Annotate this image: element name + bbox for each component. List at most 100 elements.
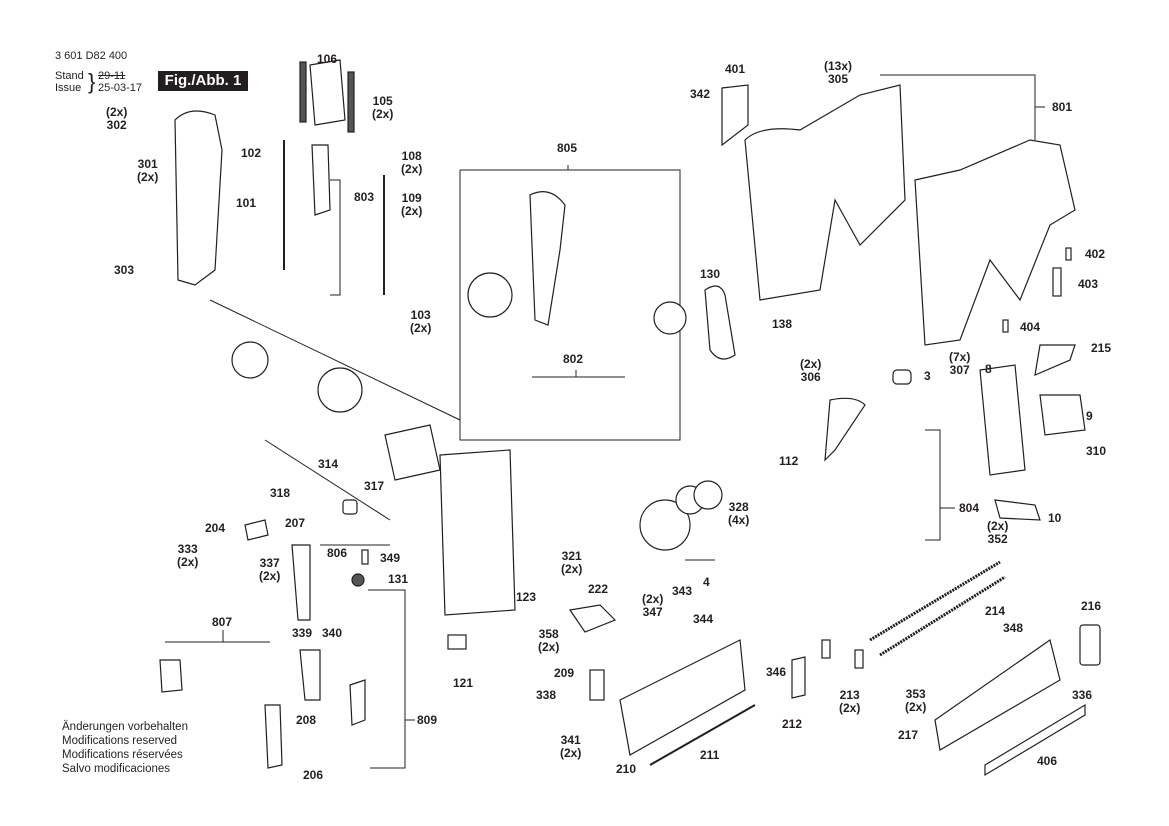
callout-339[interactable]: 339: [292, 626, 313, 640]
callout-3[interactable]: 3: [924, 369, 931, 383]
callout-404[interactable]: 404: [1020, 320, 1041, 334]
part-349-spring: [361, 549, 369, 565]
callout-342[interactable]: 342: [690, 87, 711, 101]
callout-804[interactable]: 804: [959, 501, 980, 515]
callout-130[interactable]: 130: [700, 267, 721, 281]
callout-336[interactable]: 336: [1072, 688, 1093, 702]
part-805-wheel: [653, 301, 687, 335]
callout-307[interactable]: (7x)307: [949, 350, 971, 377]
callout-344[interactable]: 344: [693, 612, 714, 626]
part-motor-endcap: [231, 341, 269, 379]
callout-406[interactable]: 406: [1037, 754, 1058, 768]
modification-notes: Änderungen vorbehalten Modifications res…: [62, 720, 188, 776]
callout-103[interactable]: 103(2x): [410, 308, 432, 335]
part-112-arm: [824, 397, 866, 462]
callout-349[interactable]: 349: [380, 551, 401, 565]
callout-809[interactable]: 809: [417, 713, 438, 727]
callout-805[interactable]: 805: [557, 141, 578, 155]
callout-340[interactable]: 340: [322, 626, 343, 640]
callout-215[interactable]: 215: [1091, 341, 1112, 355]
callout-802[interactable]: 802: [563, 352, 584, 366]
callout-101[interactable]: 101: [236, 196, 257, 210]
part-803-guide: [311, 144, 331, 216]
callout-212[interactable]: 212: [782, 717, 803, 731]
note-fr: Modifications réservées: [62, 749, 183, 761]
part-352-spring-2: [879, 575, 1006, 657]
callout-206[interactable]: 206: [303, 768, 324, 782]
callout-213[interactable]: 213(2x): [839, 688, 861, 715]
part-101-housing-cover: [174, 110, 223, 286]
callout-338[interactable]: 338: [536, 688, 557, 702]
callout-358[interactable]: 358(2x): [538, 627, 560, 654]
callout-10[interactable]: 10: [1048, 511, 1062, 525]
callout-803[interactable]: 803: [354, 190, 375, 204]
part-105-link: [299, 61, 307, 123]
part-210-magazine: [619, 639, 746, 756]
callout-333[interactable]: 333(2x): [177, 542, 199, 569]
callout-216[interactable]: 216: [1081, 599, 1102, 613]
callout-353[interactable]: 353(2x): [905, 687, 927, 714]
callout-402[interactable]: 402: [1085, 247, 1106, 261]
callout-121[interactable]: 121: [453, 676, 474, 690]
part-215-lever: [1034, 344, 1076, 376]
callout-301[interactable]: 301(2x): [137, 157, 159, 184]
part-motor-stator: [317, 367, 363, 413]
callout-337[interactable]: 337(2x): [259, 556, 281, 583]
callout-108[interactable]: 108(2x): [401, 149, 423, 176]
part-801-right-housing: [914, 139, 1076, 346]
callout-217[interactable]: 217: [898, 728, 919, 742]
callout-401[interactable]: 401: [725, 62, 746, 76]
part-131-gear: [351, 573, 365, 587]
callout-318[interactable]: 318: [270, 486, 291, 500]
callout-106[interactable]: 106: [317, 52, 338, 66]
callout-102[interactable]: 102: [241, 146, 262, 160]
part-403-label: [1052, 267, 1062, 297]
part-212-plate: [791, 656, 806, 699]
callout-131[interactable]: 131: [388, 572, 409, 586]
callout-314[interactable]: 314: [318, 457, 339, 471]
callout-303[interactable]: 303: [114, 263, 135, 277]
callout-346[interactable]: 346: [766, 665, 787, 679]
callout-343[interactable]: 343: [672, 584, 693, 598]
leader-lines: [165, 74, 1045, 769]
part-207-guide: [291, 544, 311, 621]
callout-328[interactable]: 328(4x): [728, 500, 750, 527]
callout-210[interactable]: 210: [616, 762, 637, 776]
callout-208[interactable]: 208: [296, 713, 317, 727]
callout-807[interactable]: 807: [212, 615, 233, 629]
callout-4[interactable]: 4: [703, 575, 710, 589]
callout-352[interactable]: (2x)352: [987, 519, 1009, 546]
callout-9[interactable]: 9: [1086, 409, 1093, 423]
part-213-pin-2: [854, 649, 864, 669]
callout-806[interactable]: 806: [327, 546, 348, 560]
callout-341[interactable]: 341(2x): [560, 733, 582, 760]
callout-123[interactable]: 123: [516, 590, 537, 604]
part-4-motor: [639, 499, 691, 551]
callout-403[interactable]: 403: [1078, 277, 1099, 291]
callout-209[interactable]: 209: [554, 666, 575, 680]
callout-204[interactable]: 204: [205, 521, 226, 535]
callout-348[interactable]: 348: [1003, 621, 1024, 635]
callout-305[interactable]: (13x)305: [824, 59, 853, 86]
callout-8[interactable]: 8: [985, 362, 992, 376]
callout-317[interactable]: 317: [364, 479, 385, 493]
callout-138[interactable]: 138: [772, 317, 793, 331]
callout-222[interactable]: 222: [588, 582, 609, 596]
part-805-pulley: [467, 272, 513, 318]
callout-214[interactable]: 214: [985, 604, 1006, 618]
callout-321[interactable]: 321(2x): [561, 549, 583, 576]
callout-302[interactable]: (2x)302: [106, 105, 128, 132]
part-401-label: [721, 84, 749, 147]
callout-801[interactable]: 801: [1052, 100, 1073, 114]
callout-310[interactable]: 310: [1086, 444, 1107, 458]
callout-105[interactable]: 105(2x): [372, 94, 394, 121]
note-es: Salvo modificaciones: [62, 763, 171, 775]
callout-306[interactable]: (2x)306: [800, 357, 822, 384]
callout-112[interactable]: 112: [779, 454, 799, 468]
callout-207[interactable]: 207: [285, 516, 306, 530]
part-208-guide: [299, 649, 321, 701]
callout-211[interactable]: 211: [700, 748, 720, 762]
callout-109[interactable]: 109(2x): [401, 191, 423, 218]
callout-347[interactable]: (2x)347: [642, 592, 664, 619]
note-de: Änderungen vorbehalten: [62, 721, 188, 733]
